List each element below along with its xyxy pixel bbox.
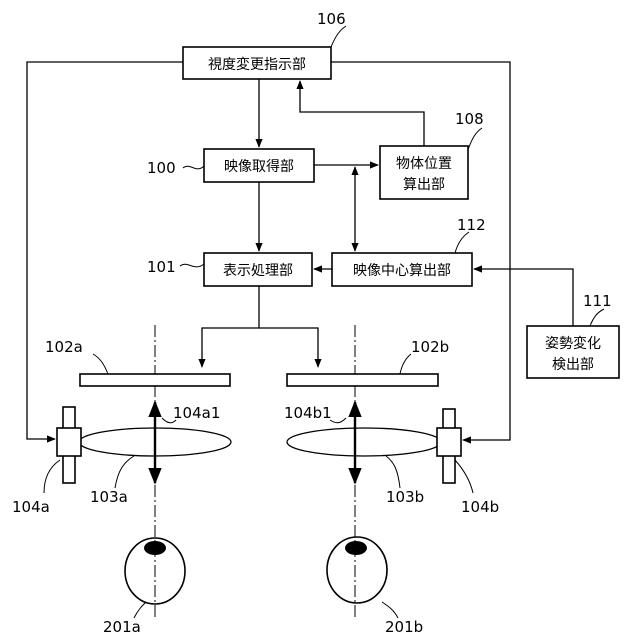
viewpoint-change-instructor-block: 視度変更指示部 — [183, 47, 331, 79]
leader-104b1 — [330, 418, 346, 423]
ref-103a: 103a — [90, 488, 128, 506]
line-101-split — [202, 286, 259, 367]
object-position-calc-block: 物体位置 算出部 — [380, 146, 468, 199]
leader-201b — [382, 602, 398, 618]
ref-112: 112 — [457, 216, 486, 234]
ref-100: 100 — [147, 159, 176, 177]
svg-text:検出部: 検出部 — [552, 357, 594, 373]
leader-102a — [93, 354, 108, 374]
ref-111: 111 — [583, 292, 612, 310]
leader-112 — [455, 232, 469, 253]
ref-102a: 102a — [45, 338, 83, 356]
svg-text:物体位置: 物体位置 — [396, 156, 452, 172]
leader-108 — [468, 128, 482, 150]
ref-103b: 103b — [386, 488, 424, 506]
leader-102b — [400, 354, 411, 374]
leader-201a — [134, 602, 146, 618]
svg-text:表示処理部: 表示処理部 — [223, 263, 293, 279]
eye-201b — [327, 537, 387, 603]
arrow-111-to-112 — [474, 269, 573, 326]
svg-text:映像取得部: 映像取得部 — [224, 158, 294, 175]
line-101-split-right — [259, 328, 318, 367]
svg-text:映像中心算出部: 映像中心算出部 — [353, 263, 451, 279]
ref-108: 108 — [455, 110, 484, 128]
ref-104b1: 104b1 — [284, 404, 332, 422]
leader-111 — [590, 309, 604, 326]
ref-104a1: 104a1 — [173, 404, 220, 422]
image-center-calc-block: 映像中心算出部 — [332, 253, 472, 286]
ref-104a: 104a — [12, 498, 50, 516]
ref-102b: 102b — [411, 338, 449, 356]
svg-text:姿勢変化: 姿勢変化 — [545, 335, 601, 352]
ref-104b: 104b — [461, 498, 499, 516]
display-processing-block: 表示処理部 — [204, 253, 312, 286]
leader-103a — [115, 456, 134, 488]
ref-101: 101 — [147, 258, 176, 276]
display-102b — [287, 374, 438, 386]
ref-201a: 201a — [103, 618, 141, 636]
actuator-104b — [437, 409, 461, 483]
leader-106 — [331, 26, 346, 47]
ref-106: 106 — [317, 10, 346, 28]
display-102a — [80, 374, 230, 386]
leader-101 — [180, 264, 204, 267]
lens-103b — [287, 428, 441, 456]
ref-201b: 201b — [385, 618, 423, 636]
arrow-108-to-106 — [300, 81, 424, 146]
svg-text:視度変更指示部: 視度変更指示部 — [208, 56, 306, 73]
svg-text:算出部: 算出部 — [403, 177, 445, 193]
image-acquisition-block: 映像取得部 — [204, 149, 314, 182]
leader-104a — [44, 460, 60, 493]
posture-change-detector-block: 姿勢変化 検出部 — [527, 326, 619, 378]
leader-103b — [386, 456, 400, 488]
leader-104b — [455, 460, 473, 493]
leader-100 — [183, 166, 204, 169]
actuator-104a — [57, 407, 81, 483]
